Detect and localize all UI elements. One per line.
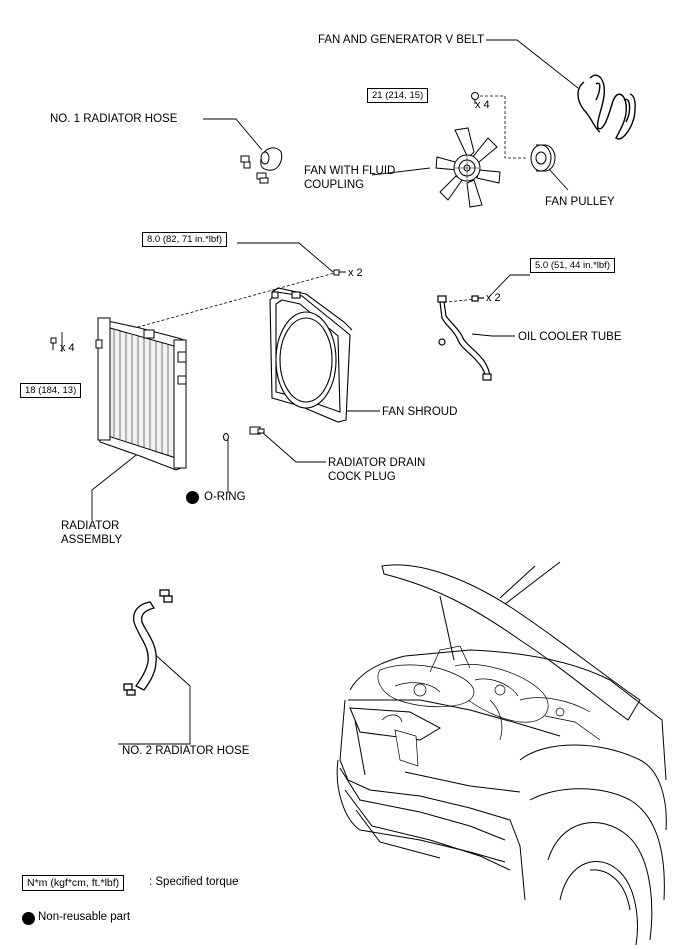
label-radiator-hose-2: NO. 2 RADIATOR HOSE <box>122 745 250 757</box>
radiator-hose-2 <box>123 589 173 696</box>
fan-pulley <box>530 144 556 172</box>
label-radiator-hose-1: NO. 1 RADIATOR HOSE <box>50 113 178 125</box>
label-fan-pulley: FAN PULLEY <box>545 196 615 208</box>
label-fan-belt: FAN AND GENERATOR V BELT <box>318 34 485 46</box>
qty-radiator: x 4 <box>60 342 75 354</box>
vehicle-illustration <box>336 561 667 946</box>
o-ring-part <box>223 433 229 441</box>
label-radiator-assembly: RADIATOR ASSEMBLY <box>61 520 123 546</box>
oil-cooler-tube <box>437 295 492 381</box>
qty-fan: x 4 <box>475 99 490 111</box>
label-oil-cooler-tube: OIL COOLER TUBE <box>518 331 622 343</box>
nonreusable-icon <box>186 491 199 504</box>
label-o-ring: O-RING <box>204 491 246 503</box>
torque-oil-cooler: 5.0 (51, 44 in.*lbf) <box>530 258 615 273</box>
torque-radiator: 18 (184, 13) <box>20 383 82 398</box>
radiator-hose-1 <box>240 147 283 184</box>
legend-nonreusable-desc: Non-reusable part <box>38 911 131 923</box>
label-fan-shroud: FAN SHROUD <box>382 406 458 418</box>
drain-cock-plug <box>249 426 265 435</box>
radiator-bolt <box>50 337 57 350</box>
radiator-assembly <box>95 317 187 471</box>
legend-torque-unit: N*m (kgf*cm, ft.*lbf) <box>22 875 125 891</box>
fan-fluid-coupling <box>435 127 501 208</box>
qty-shroud: x 2 <box>348 267 363 279</box>
torque-shroud: 8.0 (82, 71 in.*lbf) <box>142 232 227 247</box>
legend-torque-desc: : Specified torque <box>149 876 239 888</box>
fan-shroud <box>269 287 353 423</box>
torque-fan: 21 (214, 15) <box>367 88 429 103</box>
legend-nonreusable-icon <box>22 912 35 925</box>
fan-bolt <box>471 92 479 104</box>
v-belt <box>577 74 636 140</box>
radiator-core-fins <box>113 330 169 455</box>
leader-lines <box>61 39 579 745</box>
qty-oil-cooler: x 2 <box>486 292 501 304</box>
label-fan-fluid-coupling: FAN WITH FLUID COUPLING <box>304 165 396 191</box>
label-drain-cock-plug: RADIATOR DRAIN COCK PLUG <box>328 457 426 483</box>
shroud-bolt <box>333 269 346 276</box>
